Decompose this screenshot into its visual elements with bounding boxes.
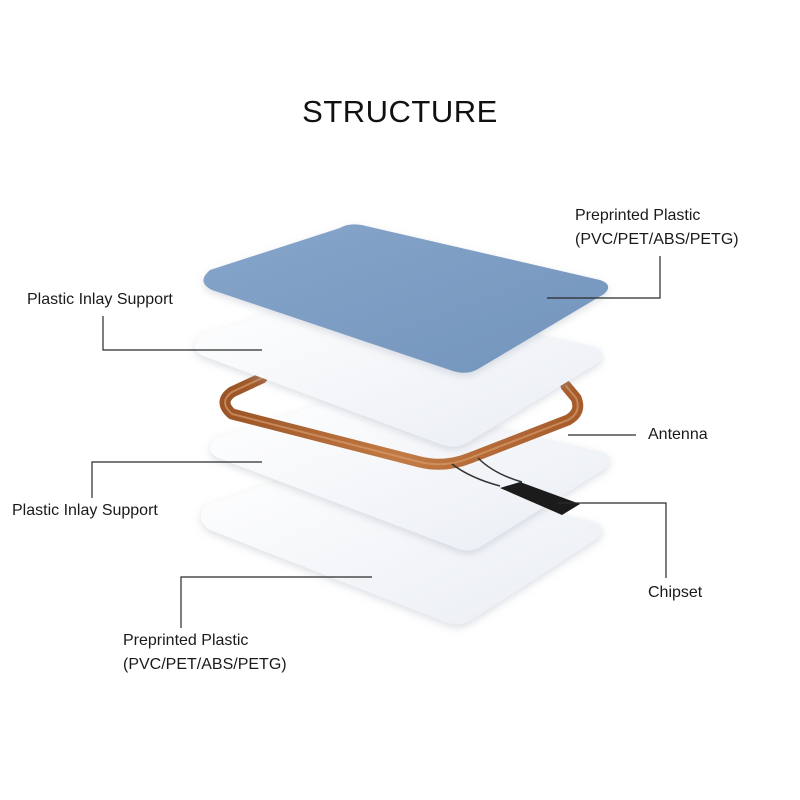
label-top-inlay: Plastic Inlay Support xyxy=(27,291,173,308)
label-bottom-inlay: Plastic Inlay Support xyxy=(12,502,158,519)
chipset-module xyxy=(500,482,580,515)
label-bottom-preprinted: Preprinted Plastic (PVC/PET/ABS/PETG) xyxy=(123,632,287,673)
diagram-title: STRUCTURE xyxy=(302,94,498,129)
chip-wire-left xyxy=(451,463,501,487)
leader-chipset xyxy=(558,502,667,578)
antenna-coil-highlight xyxy=(224,377,579,466)
leader-bottom-inlay xyxy=(91,461,262,498)
label-antenna: Antenna xyxy=(648,426,708,443)
label-top-preprinted: Preprinted Plastic (PVC/PET/ABS/PETG) xyxy=(575,207,739,248)
top-preprinted-layer xyxy=(203,224,609,373)
leader-top-preprinted xyxy=(547,256,661,299)
label-chipset: Chipset xyxy=(648,584,703,601)
leader-top-inlay xyxy=(102,316,262,351)
chip-wire-right xyxy=(477,457,523,483)
leader-bottom-preprinted xyxy=(180,576,372,628)
